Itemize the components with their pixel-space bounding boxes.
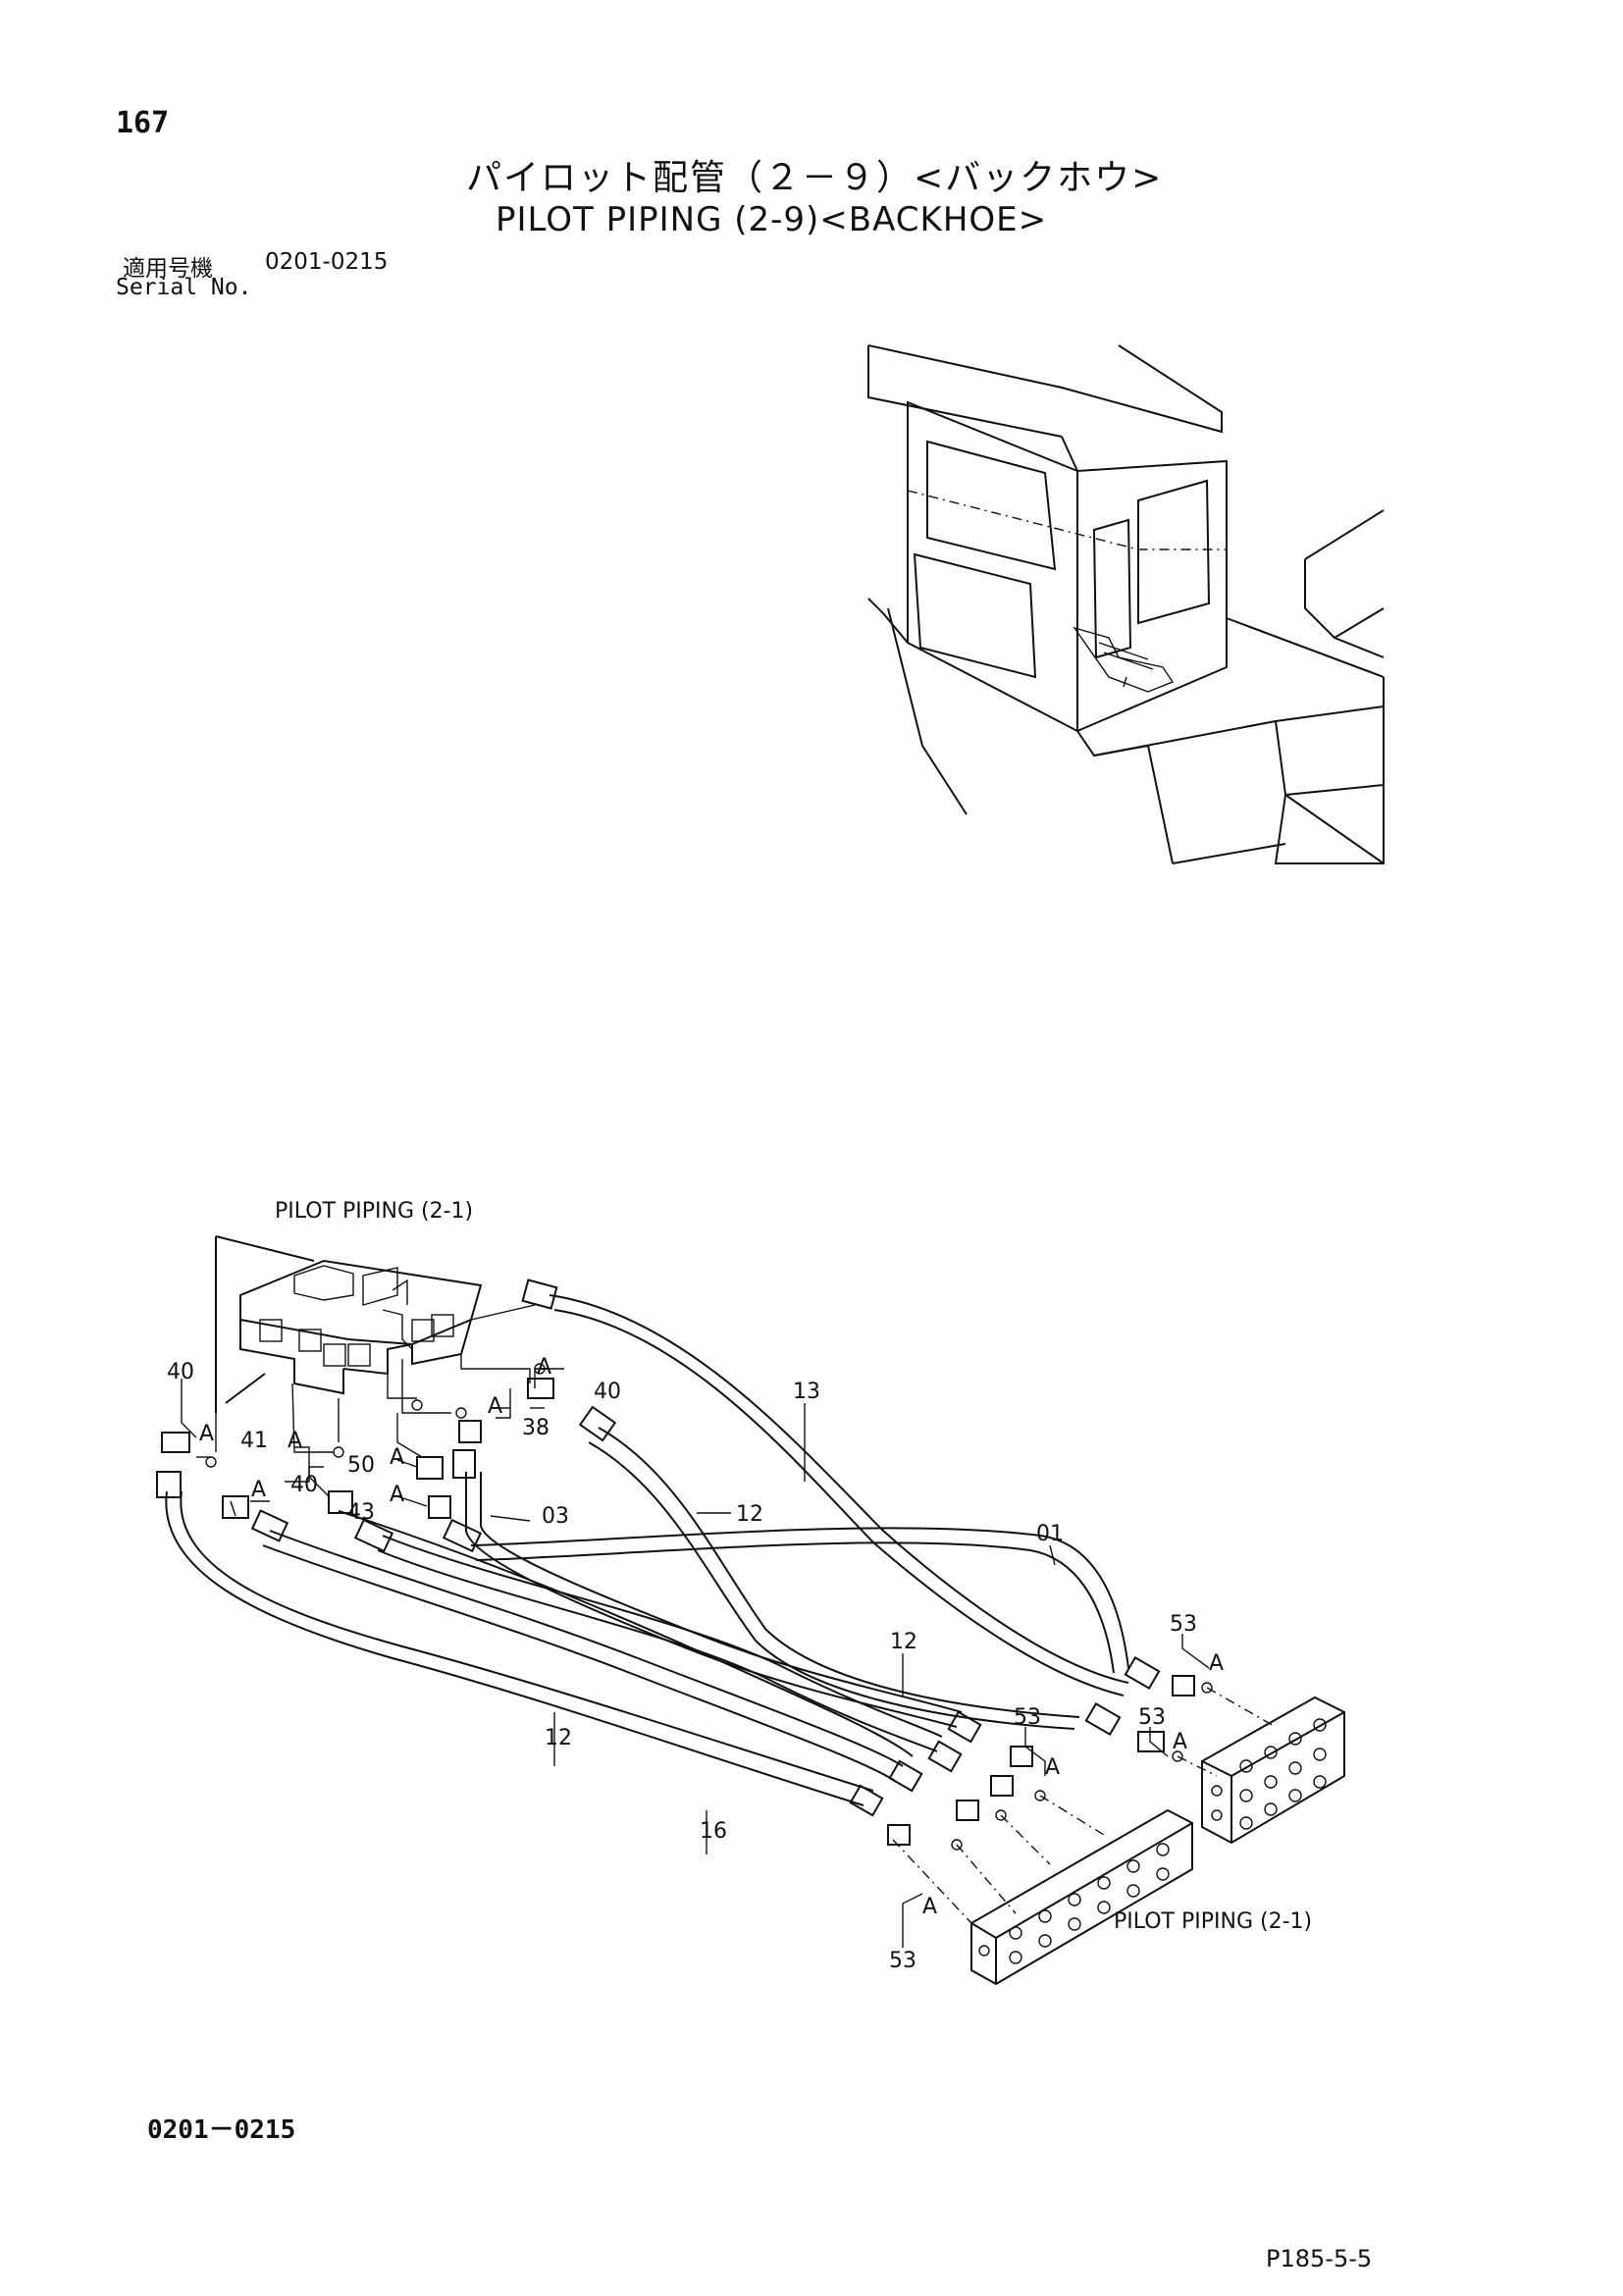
diagram-labels: PILOT PIPING (2-1) PILOT PIPING (2-1) 40… (167, 1199, 1312, 1973)
callout-a: A (390, 1445, 404, 1470)
part-number-16: 16 (700, 1819, 727, 1844)
part-number-12: 12 (736, 1502, 763, 1527)
part-number-03: 03 (542, 1504, 569, 1529)
page-number: 167 (116, 106, 170, 140)
part-number-12: 12 (890, 1630, 917, 1654)
part-number-01: 01 (1036, 1522, 1064, 1546)
pilot-valve-block-top (215, 1235, 483, 1413)
part-number-13: 13 (793, 1380, 820, 1404)
part-number-40: 40 (594, 1380, 621, 1404)
page-title-japanese: パイロット配管（２－９）<バックホウ> (466, 158, 1164, 198)
callout-a: A (488, 1394, 502, 1419)
part-number-40: 40 (167, 1360, 194, 1384)
ref-label-top: PILOT PIPING (2-1) (275, 1199, 473, 1224)
callout-a: A (1173, 1730, 1187, 1754)
part-number-12: 12 (545, 1726, 572, 1750)
manifold-block-left (970, 1808, 1193, 1986)
callout-a: A (251, 1478, 266, 1502)
manifold-block-right (1201, 1696, 1345, 1845)
part-number-41: 41 (240, 1429, 268, 1453)
callout-a: A (537, 1355, 551, 1380)
part-number-53: 53 (889, 1949, 916, 1973)
callout-a: A (922, 1895, 937, 1919)
callout-a: A (1209, 1651, 1224, 1676)
hose-lines (165, 1294, 1129, 1806)
part-number-50: 50 (347, 1453, 375, 1478)
part-number-43: 43 (347, 1500, 375, 1525)
page-title-english: PILOT PIPING (2-9)<BACKHOE> (496, 200, 1048, 239)
callout-a: A (390, 1483, 404, 1507)
callout-a: A (1045, 1755, 1060, 1780)
fittings (156, 1278, 1213, 1851)
part-number-53: 53 (1014, 1705, 1041, 1730)
serial-range: 0201-0215 (265, 249, 389, 275)
page-code: P185-5-5 (1266, 2245, 1373, 2272)
leader-lines-top (215, 1304, 536, 1453)
part-number-38: 38 (522, 1416, 550, 1440)
part-number-40: 40 (290, 1473, 318, 1497)
serial-label-english: Serial No. (116, 275, 252, 300)
cab-overview-illustration (867, 344, 1385, 864)
part-leaders (181, 1368, 1210, 1948)
alignment-lines (892, 1687, 1277, 1924)
callout-a: A (199, 1422, 214, 1446)
ref-label-bottom: PILOT PIPING (2-1) (1114, 1909, 1312, 1934)
footer-serial-range: 0201－0215 (147, 2115, 296, 2145)
part-number-53: 53 (1170, 1612, 1197, 1637)
serial-label-japanese: 適用号機 (123, 256, 213, 282)
callout-a: A (288, 1429, 302, 1453)
part-number-53: 53 (1138, 1705, 1166, 1730)
